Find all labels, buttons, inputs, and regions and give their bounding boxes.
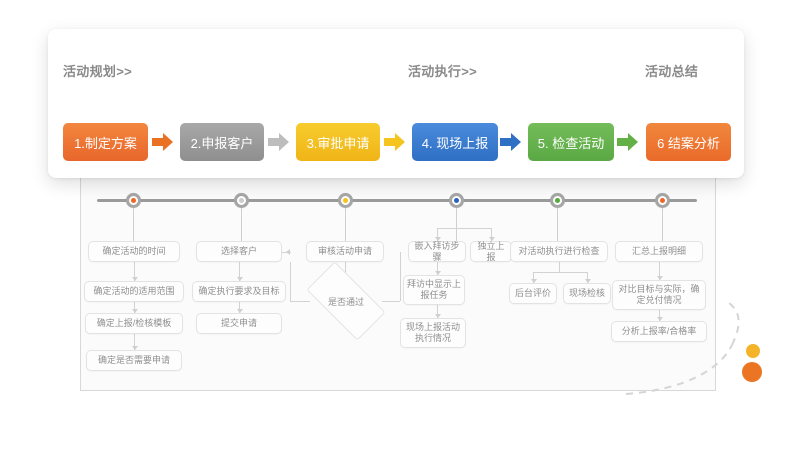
connector-arrow-icon (131, 277, 138, 281)
flow-box[interactable]: 确定是否需要申请 (86, 350, 182, 371)
connector-line (290, 301, 310, 302)
connector-line (437, 228, 491, 229)
connector-line (382, 301, 400, 302)
connector-line (559, 262, 560, 272)
connector-line (282, 252, 291, 253)
connector-arrow-icon (131, 346, 138, 350)
stage-chip-1[interactable]: 1.制定方案 (63, 123, 148, 161)
phase-label-2: 活动执行>> (408, 64, 477, 79)
phase-label-1: 活动规划>> (63, 64, 132, 79)
timeline-stem-4 (456, 208, 457, 241)
flow-box[interactable]: 提交申请 (196, 313, 282, 334)
timeline-stem-3 (345, 208, 346, 241)
timeline-node-dot-icon (239, 198, 244, 203)
stage-arrow-icon-3 (384, 132, 406, 152)
connector-arrow-icon (434, 271, 441, 275)
connector-line (587, 272, 588, 283)
stage-chip-6[interactable]: 6 结案分析 (646, 123, 731, 161)
timeline-node-dot-icon (555, 198, 560, 203)
timeline-node-3[interactable] (338, 193, 353, 208)
flow-box[interactable]: 确定上报/检核模板 (85, 313, 183, 334)
flow-box[interactable]: 审核活动申请 (306, 241, 384, 262)
timeline-node-dot-icon (660, 198, 665, 203)
timeline-node-1[interactable] (126, 193, 141, 208)
connector-line (290, 262, 291, 301)
timeline-stem-5 (557, 208, 558, 241)
timeline-node-dot-icon (343, 198, 348, 203)
connector-arrow-icon (434, 237, 441, 241)
phase-label-3: 活动总结 (645, 64, 699, 79)
connector-line (533, 272, 534, 283)
connector-arrow-icon (236, 309, 243, 313)
connector-arrow-icon (488, 237, 495, 241)
connector-arrow-icon (236, 277, 243, 281)
stage-chip-4[interactable]: 4. 现场上报 (412, 123, 498, 161)
flow-box[interactable]: 现场检核 (563, 283, 611, 304)
connector-line (437, 228, 438, 241)
flow-box[interactable]: 分析上报率/合格率 (611, 321, 707, 342)
connector-line (659, 310, 660, 321)
flow-box[interactable]: 确定执行要求及目标 (192, 281, 286, 302)
flow-box[interactable]: 独立上报 (470, 241, 512, 262)
diamond-label: 是否通过 (327, 296, 364, 307)
connector-line (239, 302, 240, 313)
flow-box[interactable]: 汇总上报明细 (615, 241, 703, 262)
connector-line (134, 262, 135, 281)
connector-line (400, 252, 401, 301)
flow-diagram-panel (80, 165, 716, 391)
flow-box[interactable]: 对活动执行进行检查 (510, 241, 608, 262)
timeline-axis (97, 199, 697, 202)
connector-line (134, 302, 135, 313)
timeline-stem-2 (241, 208, 242, 241)
connector-arrow-icon (656, 276, 663, 280)
timeline-node-dot-icon (454, 198, 459, 203)
stage-arrow-icon-2 (268, 132, 290, 152)
timeline-node-6[interactable] (655, 193, 670, 208)
timeline-stem-1 (133, 208, 134, 241)
flow-box[interactable]: 嵌入拜访步骤 (408, 241, 466, 262)
connector-line (134, 334, 135, 350)
flow-box[interactable]: 选择客户 (196, 241, 282, 262)
flow-box[interactable]: 对比目标与实际，确定兑付情况 (612, 280, 706, 310)
stage-arrow-icon-4 (500, 132, 522, 152)
connector-arrow-icon (656, 317, 663, 321)
decorative-dot-orange (742, 362, 762, 382)
stage-chip-5[interactable]: 5. 检查活动 (528, 123, 614, 161)
connector-line (659, 262, 660, 280)
connector-line (239, 262, 240, 281)
connector-line (491, 228, 492, 241)
connector-arrow-icon (530, 279, 537, 283)
flow-box[interactable]: 拜访中显示上报任务 (403, 275, 465, 305)
flow-decision-diamond[interactable]: 是否通过 (306, 261, 386, 341)
stage-overview-card: 活动规划>> 活动执行>> 活动总结 1.制定方案 2.申报客户 3.审批申请 4. 现场… (48, 29, 744, 178)
connector-arrow-icon (131, 309, 138, 313)
flow-box[interactable]: 现场上报活动执行情况 (400, 318, 466, 348)
decorative-dot-yellow (746, 344, 760, 358)
timeline-node-dot-icon (131, 198, 136, 203)
connector-arrow-icon (584, 279, 591, 283)
timeline-node-5[interactable] (550, 193, 565, 208)
timeline-stem-6 (662, 208, 663, 241)
flow-box[interactable]: 确定活动的时间 (88, 241, 180, 262)
stage-chip-2[interactable]: 2.申报客户 (180, 123, 264, 161)
flow-box[interactable]: 确定活动的适用范围 (84, 281, 184, 302)
connector-line (437, 262, 438, 275)
connector-line (533, 272, 587, 273)
connector-line (437, 305, 438, 318)
timeline-node-4[interactable] (449, 193, 464, 208)
stage-chip-3[interactable]: 3.审批申请 (296, 123, 380, 161)
flow-box[interactable]: 后台评价 (509, 283, 557, 304)
connector-arrow-icon (434, 314, 441, 318)
timeline-node-2[interactable] (234, 193, 249, 208)
stage-arrow-icon-1 (152, 132, 174, 152)
stage-arrow-icon-5 (617, 132, 639, 152)
